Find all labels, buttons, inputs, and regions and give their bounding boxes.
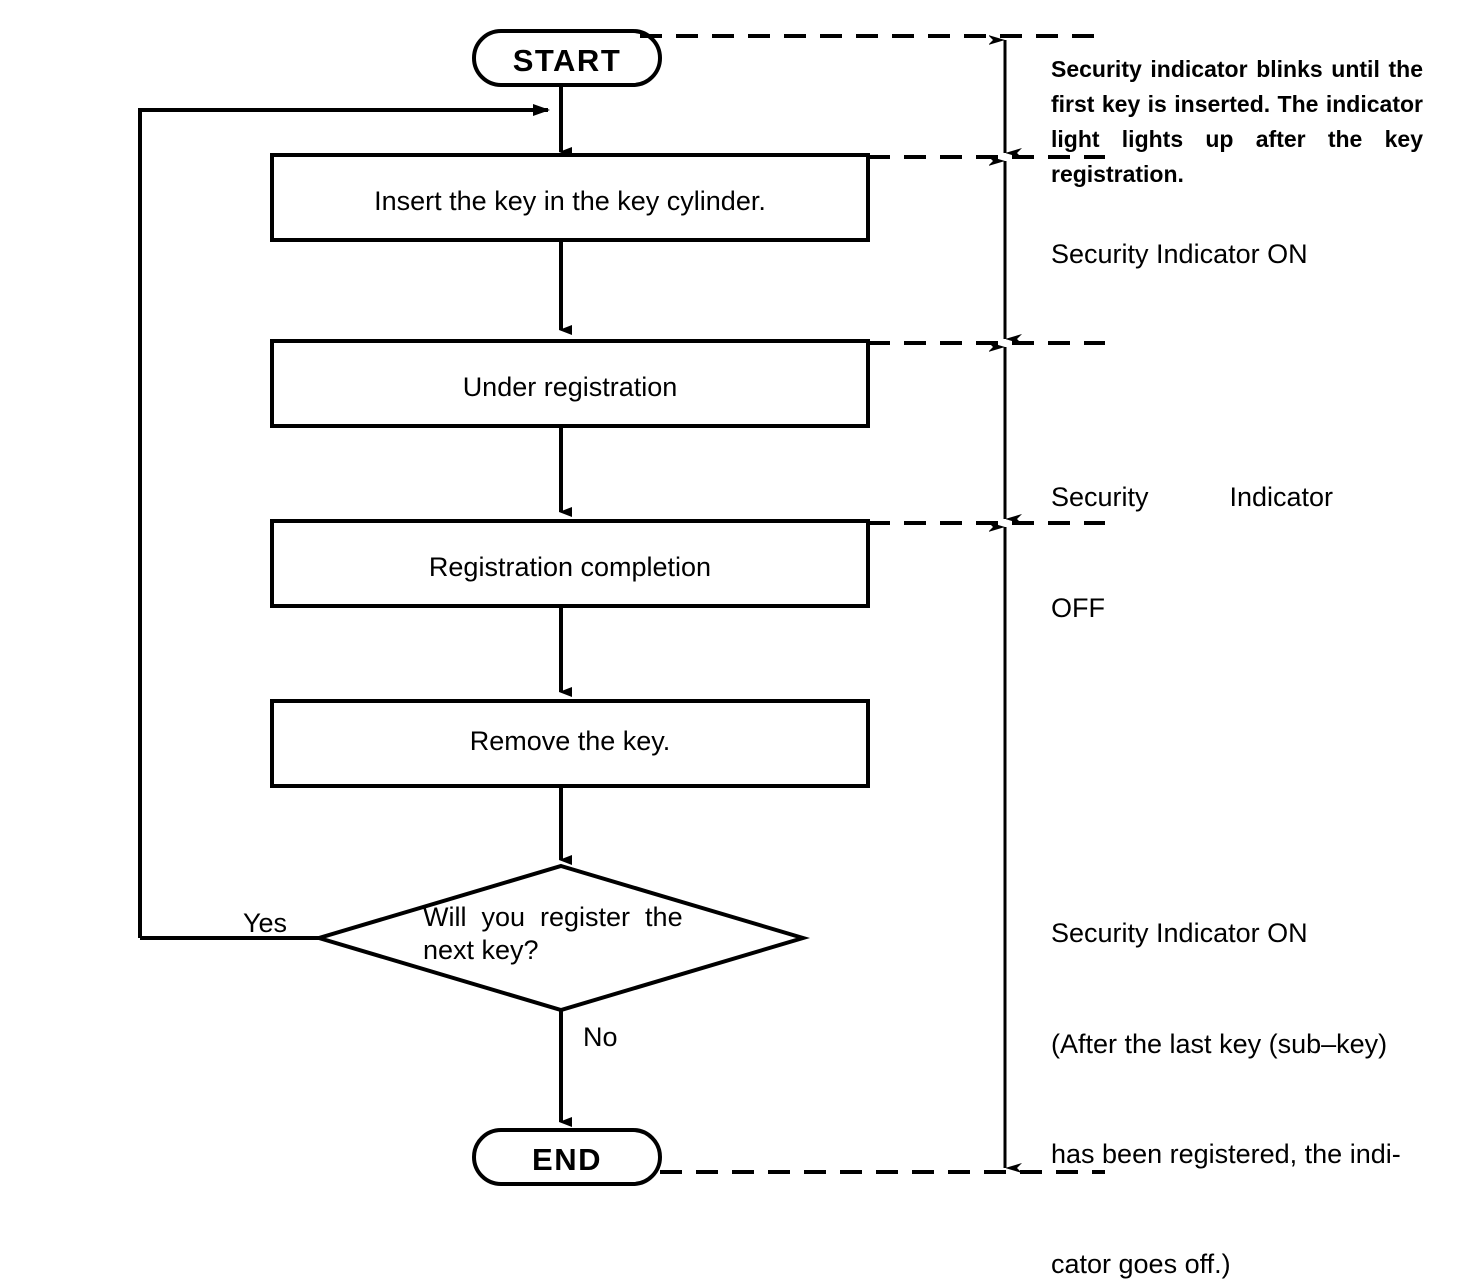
branch-label-yes: Yes — [243, 908, 288, 938]
step3-box-label: Registration completion — [428, 552, 712, 582]
annotation-indicator-blink: Security indicator blinks until the firs… — [1051, 56, 1430, 187]
annotation-on-2-line4: cator goes off.) — [1051, 1248, 1231, 1279]
step2-box-shape — [270, 339, 870, 428]
annotation-on-2-line2: (After the last key (sub–key) — [1051, 1028, 1388, 1059]
step1-box-shape — [270, 153, 870, 242]
step2-box-label: Under registration — [462, 372, 678, 402]
branch-label-no: No — [583, 1022, 618, 1052]
annotation-indicator-off: Security Indicator OFF — [1051, 406, 1431, 700]
step3-box-shape — [270, 519, 870, 608]
annotation-off-word-indicator: Indicator — [1229, 482, 1333, 513]
annotation-indicator-off-line2: OFF — [1051, 592, 1105, 623]
annotation-on-2-line3: has been registered, the indi- — [1051, 1138, 1401, 1169]
annotation-on-2-line1: Security Indicator ON — [1051, 918, 1308, 949]
start-terminal-label: START — [512, 43, 622, 78]
start-terminal-shape — [472, 29, 662, 87]
annotation-indicator-on-2: Security Indicator ON (After the last ke… — [1051, 842, 1451, 1282]
annotation-off-word-security: Security — [1051, 482, 1149, 513]
end-terminal-shape — [472, 1128, 662, 1186]
annotation-indicator-on-1: Security Indicator ON — [1051, 239, 1308, 269]
decision-diamond-label: Will you register the next key? — [423, 902, 683, 965]
end-terminal-label: END — [532, 1142, 602, 1177]
edge-feedback-loop — [138, 104, 550, 938]
annotation-indicator-off-line1: Security Indicator — [1051, 479, 1333, 516]
step4-box-shape — [270, 699, 870, 788]
step1-box-label: Insert the key in the key cylinder. — [374, 186, 766, 216]
step4-box-label: Remove the key. — [469, 726, 671, 756]
